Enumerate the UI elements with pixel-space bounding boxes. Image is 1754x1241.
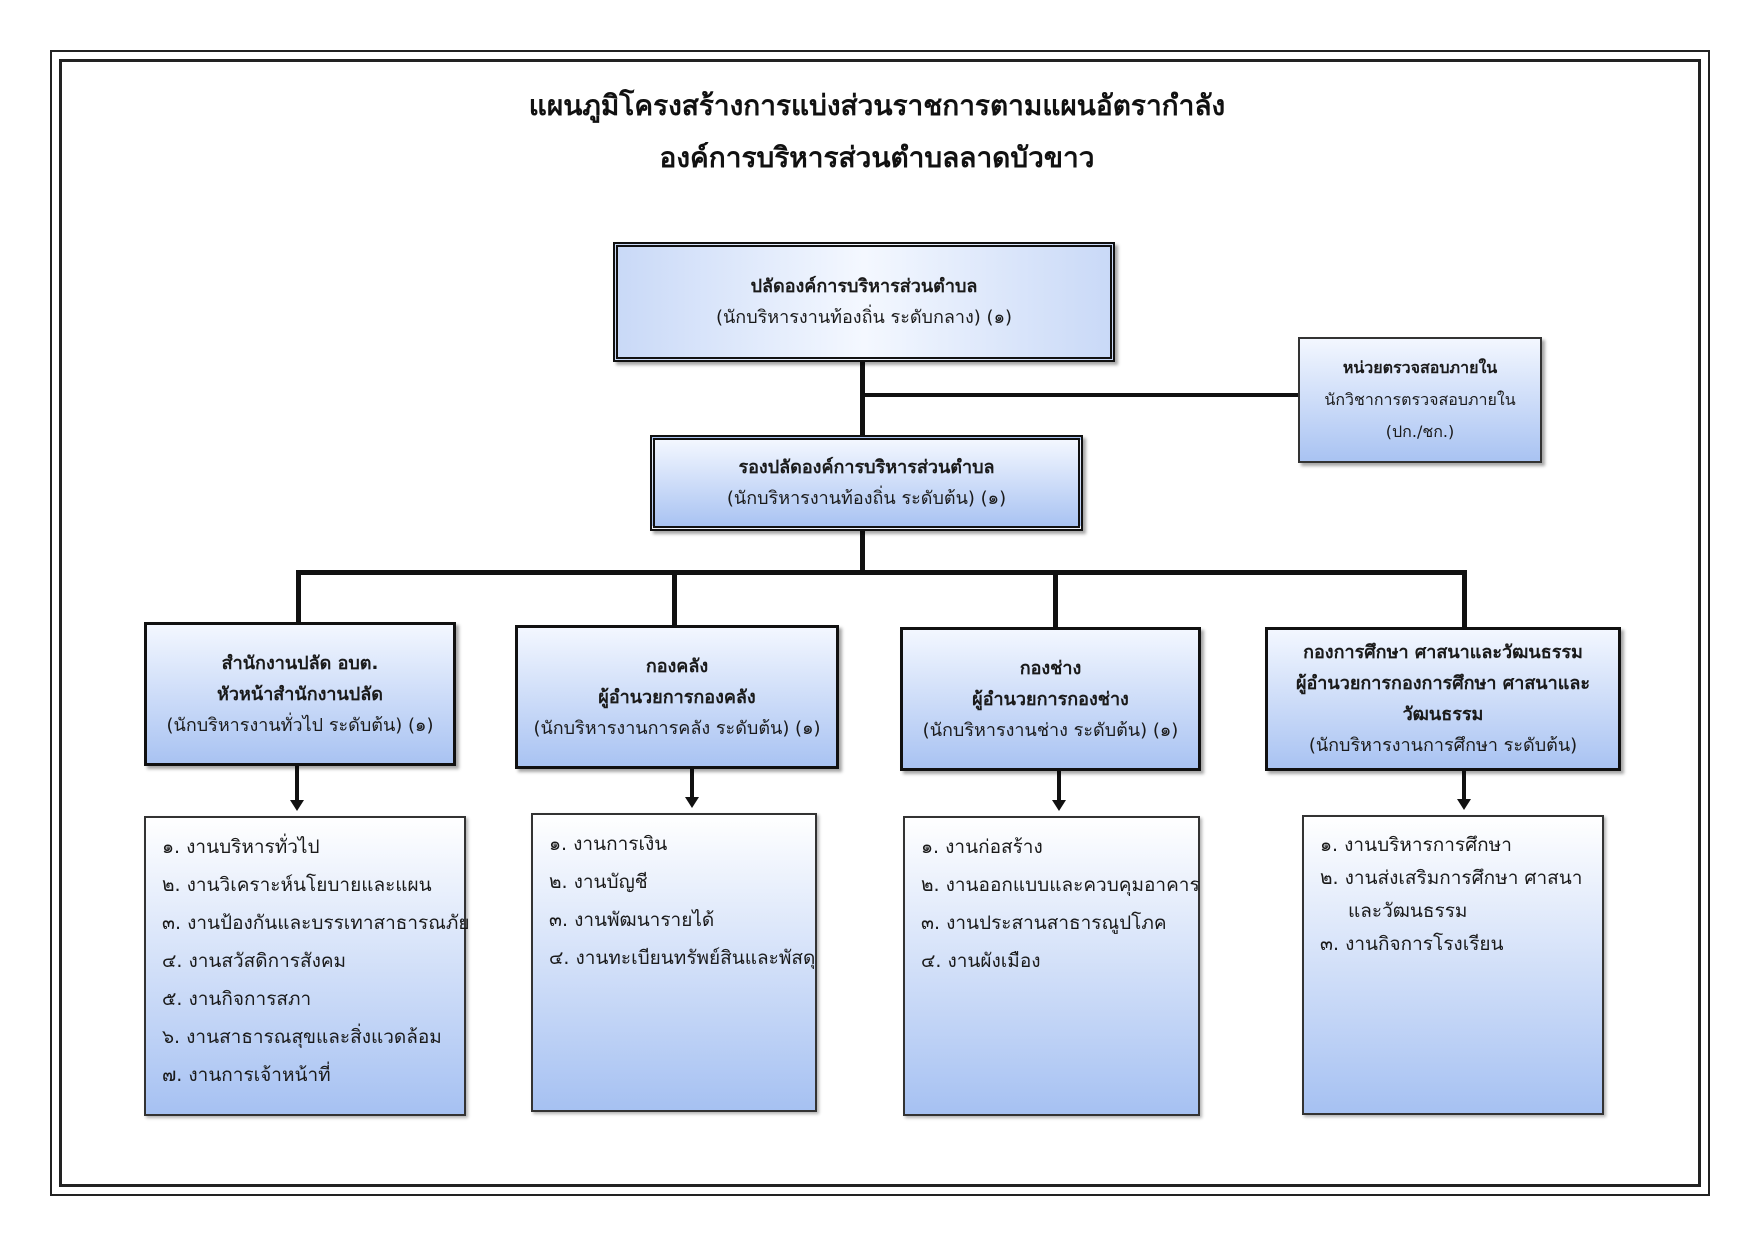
arrow-head-3 xyxy=(1052,800,1066,811)
arrow-head-1 xyxy=(290,800,304,811)
connector-drop-2 xyxy=(672,570,677,628)
division-4-head-line1: ผู้อำนวยการกองการศึกษา ศาสนาและ xyxy=(1295,673,1591,694)
list-item: ๓. งานประสานสาธารณูปโภค xyxy=(921,912,1167,934)
inner-frame xyxy=(59,59,1701,1187)
division-3-name: กองช่าง xyxy=(1019,657,1082,679)
division-box-3: กองช่าง ผู้อำนวยการกองช่าง (นักบริหารงาน… xyxy=(900,627,1201,771)
list-item: ๑. งานก่อสร้าง xyxy=(921,836,1043,858)
division-3-position: (นักบริหารงานช่าง ระดับต้น) (๑) xyxy=(922,719,1179,741)
task-list-1: ๑. งานบริหารทั่วไป ๒. งานวิเคราะห์นโยบาย… xyxy=(144,816,470,1116)
connector-drop-3 xyxy=(1053,570,1058,630)
audit-unit-box: หน่วยตรวจสอบภายใน นักวิชาการตรวจสอบภายใน… xyxy=(1298,337,1542,463)
list-item: ๑. งานการเงิน xyxy=(549,833,668,855)
list-item: ๔. งานผังเมือง xyxy=(921,950,1041,972)
list-item: ๒. งานวิเคราะห์นโยบายและแผน xyxy=(162,874,432,896)
task-list-2: ๑. งานการเงิน ๒. งานบัญชี ๓. งานพัฒนาราย… xyxy=(531,813,817,1112)
list-item: ๕. งานกิจการสภา xyxy=(162,988,312,1010)
connector-horizontal-bus xyxy=(296,570,1467,575)
division-box-1: สำนักงานปลัด อบต. หัวหน้าสำนักงานปลัด (น… xyxy=(144,622,456,766)
connector-deputy-down xyxy=(860,527,865,574)
deputy-box: รองปลัดองค์การบริหารส่วนตำบล (นักบริหารง… xyxy=(650,435,1083,531)
audit-unit-note: (ปก./ชก.) xyxy=(1385,422,1455,441)
division-box-4: กองการศึกษา ศาสนาและวัฒนธรรม ผู้อำนวยการ… xyxy=(1265,627,1621,771)
task-list-3: ๑. งานก่อสร้าง ๒. งานออกแบบและควบคุมอาคา… xyxy=(903,816,1200,1116)
division-3-head: ผู้อำนวยการกองช่าง xyxy=(972,688,1129,710)
arrow-head-4 xyxy=(1457,799,1471,810)
division-2-head: ผู้อำนวยการกองคลัง xyxy=(598,686,756,708)
audit-unit-position: นักวิชาการตรวจสอบภายใน xyxy=(1324,390,1516,409)
arrow-shaft-2 xyxy=(690,768,694,799)
division-4-name: กองการศึกษา ศาสนาและวัฒนธรรม xyxy=(1303,642,1583,663)
division-1-name: สำนักงานปลัด อบต. xyxy=(221,652,379,674)
top-box-chief-administrator: ปลัดองค์การบริหารส่วนตำบล (นักบริหารงานท… xyxy=(613,242,1115,362)
list-item: ๖. งานสาธารณสุขและสิ่งแวดล้อม xyxy=(162,1026,442,1048)
division-2-position: (นักบริหารงานการคลัง ระดับต้น) (๑) xyxy=(533,717,821,739)
deputy-box-name: รองปลัดองค์การบริหารส่วนตำบล xyxy=(738,457,995,478)
connector-top-to-deputy xyxy=(860,358,865,438)
arrow-head-2 xyxy=(685,797,699,808)
list-item: ๑. งานบริหารการศึกษา xyxy=(1320,834,1512,856)
arrow-shaft-1 xyxy=(295,766,299,802)
audit-unit-name: หน่วยตรวจสอบภายใน xyxy=(1342,358,1498,377)
list-item: ๓. งานพัฒนารายได้ xyxy=(549,909,715,931)
division-4-position: (นักบริหารงานการศึกษา ระดับต้น) xyxy=(1308,735,1578,756)
top-box-name: ปลัดองค์การบริหารส่วนตำบล xyxy=(750,276,978,297)
list-item: ๔. งานทะเบียนทรัพย์สินและพัสดุ xyxy=(549,947,816,969)
arrow-shaft-3 xyxy=(1057,771,1061,802)
chart-title-line2: องค์การบริหารส่วนตำบลลาดบัวขาว xyxy=(659,141,1095,174)
division-4-head-line2: วัฒนธรรม xyxy=(1402,704,1484,725)
connector-drop-4 xyxy=(1462,570,1467,630)
list-item: ๑. งานบริหารทั่วไป xyxy=(162,836,320,858)
connector-to-audit xyxy=(860,393,1300,397)
chart-title-line1: แผนภูมิโครงสร้างการแบ่งส่วนราชการตามแผนอ… xyxy=(528,89,1226,122)
list-item: ๓. งานกิจการโรงเรียน xyxy=(1320,933,1504,955)
list-item: ๓. งานป้องกันและบรรเทาสาธารณภัย xyxy=(162,912,470,934)
list-item: ๒. งานส่งเสริมการศึกษา ศาสนา xyxy=(1320,867,1583,889)
division-1-head: หัวหน้าสำนักงานปลัด xyxy=(217,683,383,705)
arrow-shaft-4 xyxy=(1462,771,1466,801)
division-2-name: กองคลัง xyxy=(645,655,709,677)
list-item: และวัฒนธรรม xyxy=(1348,900,1468,922)
division-box-2: กองคลัง ผู้อำนวยการกองคลัง (นักบริหารงาน… xyxy=(515,625,839,769)
task-list-4: ๑. งานบริหารการศึกษา ๒. งานส่งเสริมการศึ… xyxy=(1302,815,1604,1115)
top-box-position: (นักบริหารงานท้องถิ่น ระดับกลาง) (๑) xyxy=(715,307,1013,328)
list-item: ๒. งานบัญชี xyxy=(549,871,648,893)
deputy-box-position: (นักบริหารงานท้องถิ่น ระดับต้น) (๑) xyxy=(726,488,1007,509)
list-item: ๒. งานออกแบบและควบคุมอาคาร xyxy=(921,874,1200,896)
connector-drop-1 xyxy=(296,570,301,626)
list-item: ๗. งานการเจ้าหน้าที่ xyxy=(162,1064,331,1086)
list-item: ๔. งานสวัสดิการสังคม xyxy=(162,950,347,972)
outer-frame xyxy=(50,50,1710,1196)
division-1-position: (นักบริหารงานทั่วไป ระดับต้น) (๑) xyxy=(166,714,434,736)
